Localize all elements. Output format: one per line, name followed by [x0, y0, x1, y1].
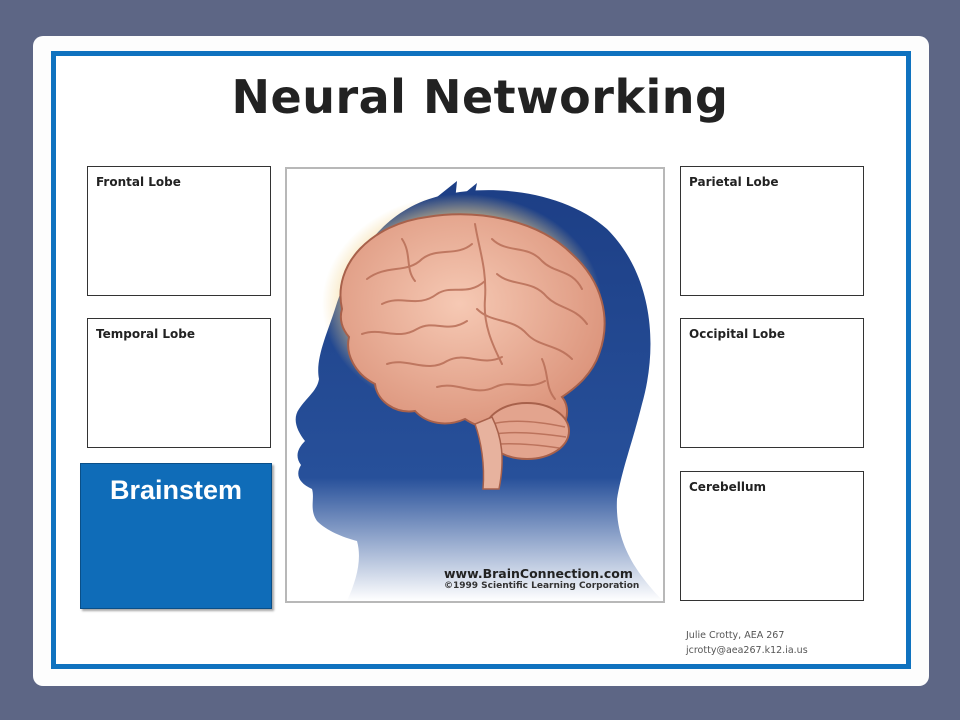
author-name: Julie Crotty, AEA 267: [686, 630, 785, 641]
label-box-occipital: Occipital Lobe: [680, 318, 864, 448]
label-box-temporal: Temporal Lobe: [87, 318, 271, 448]
author-email: jcrotty@aea267.k12.ia.us: [686, 645, 808, 656]
brainstem-shape: [474, 416, 503, 490]
brain-illustration: [285, 167, 665, 603]
label-cerebellum: Cerebellum: [689, 480, 767, 494]
author-info: Julie Crotty, AEA 267 jcrotty@aea267.k12…: [686, 628, 808, 658]
credit-copyright: ©1999 Scientific Learning Corporation: [444, 581, 640, 591]
credit-site: www.BrainConnection.com: [444, 566, 633, 581]
label-box-cerebellum: Cerebellum: [680, 471, 864, 601]
label-box-parietal: Parietal Lobe: [680, 166, 864, 296]
label-brainstem: Brainstem: [109, 475, 243, 505]
label-occipital-lobe: Occipital Lobe: [689, 327, 785, 341]
image-credit: www.BrainConnection.com ©1999 Scientific…: [444, 566, 639, 591]
label-temporal-lobe: Temporal Lobe: [96, 327, 195, 341]
brain-folds: [361, 223, 588, 400]
brainstem-highlight-box: Brainstem: [80, 463, 272, 609]
head-brain-graphic: [295, 181, 663, 601]
label-frontal-lobe: Frontal Lobe: [96, 175, 181, 189]
page-title: Neural Networking: [231, 70, 729, 124]
label-parietal-lobe: Parietal Lobe: [689, 175, 779, 189]
label-box-frontal: Frontal Lobe: [87, 166, 271, 296]
